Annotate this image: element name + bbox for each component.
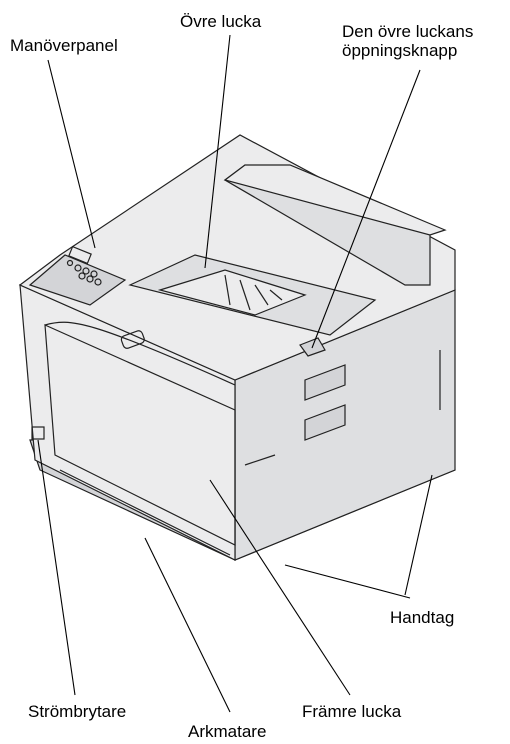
leader-release-button bbox=[311, 69, 421, 349]
handles-label: Handtag bbox=[390, 608, 455, 627]
leader-control-panel bbox=[47, 59, 96, 249]
control-panel-label: Manöverpanel bbox=[10, 36, 118, 55]
output-tray-extender bbox=[157, 269, 307, 316]
top-cover-label: Övre lucka bbox=[180, 12, 262, 31]
power-switch bbox=[31, 426, 45, 440]
leader-handle-right bbox=[404, 474, 433, 596]
control-panel-recess bbox=[28, 254, 127, 306]
front-cover-panel bbox=[44, 324, 236, 546]
paper-feeder-label: Arkmatare bbox=[188, 722, 267, 741]
leader-top-cover bbox=[204, 34, 231, 269]
top-cover-release-label: Den övre luckans öppningsknapp bbox=[342, 22, 474, 60]
leader-handle-left bbox=[284, 564, 411, 599]
power-switch-label: Strömbrytare bbox=[28, 702, 127, 721]
leader-front-cover bbox=[209, 479, 351, 696]
control-panel-display bbox=[68, 245, 92, 265]
top-latch bbox=[120, 330, 145, 349]
side-handle-recess-upper bbox=[304, 364, 346, 401]
front-cover-label: Främre lucka bbox=[302, 702, 402, 721]
leader-paper-feeder bbox=[144, 537, 231, 713]
leader-power-switch bbox=[37, 439, 76, 696]
side-handle-recess-lower bbox=[304, 404, 346, 441]
